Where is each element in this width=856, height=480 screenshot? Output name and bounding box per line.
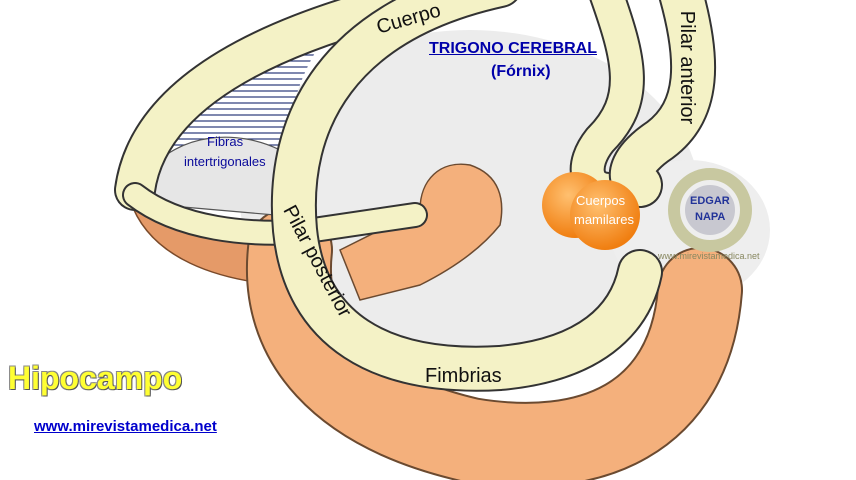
diagram-title: TRIGONO CEREBRAL: [429, 40, 597, 57]
label-pilar-anterior: Pilar anterior: [676, 10, 699, 125]
hippocampus: [128, 163, 743, 480]
label-fibras: Fibras: [207, 134, 244, 149]
logo-ring-text: www.mirevistamedica.net: [658, 251, 760, 261]
logo-bottom: NAPA: [695, 211, 726, 223]
label-intertrigonales: intertrigonales: [184, 154, 266, 169]
label-mamilares: mamilares: [574, 212, 634, 227]
fornix: [114, 0, 717, 392]
logo: [668, 168, 752, 252]
mammillary-body: [570, 180, 640, 250]
logo-top: EDGAR: [690, 195, 730, 207]
label-hipocampo: Hipocampo: [8, 360, 183, 396]
label-cuerpos: Cuerpos: [576, 193, 626, 208]
diagram-subtitle: (Fórnix): [491, 63, 551, 80]
website-link[interactable]: www.mirevistamedica.net: [34, 418, 217, 435]
label-fimbrias: Fimbrias: [425, 365, 502, 387]
